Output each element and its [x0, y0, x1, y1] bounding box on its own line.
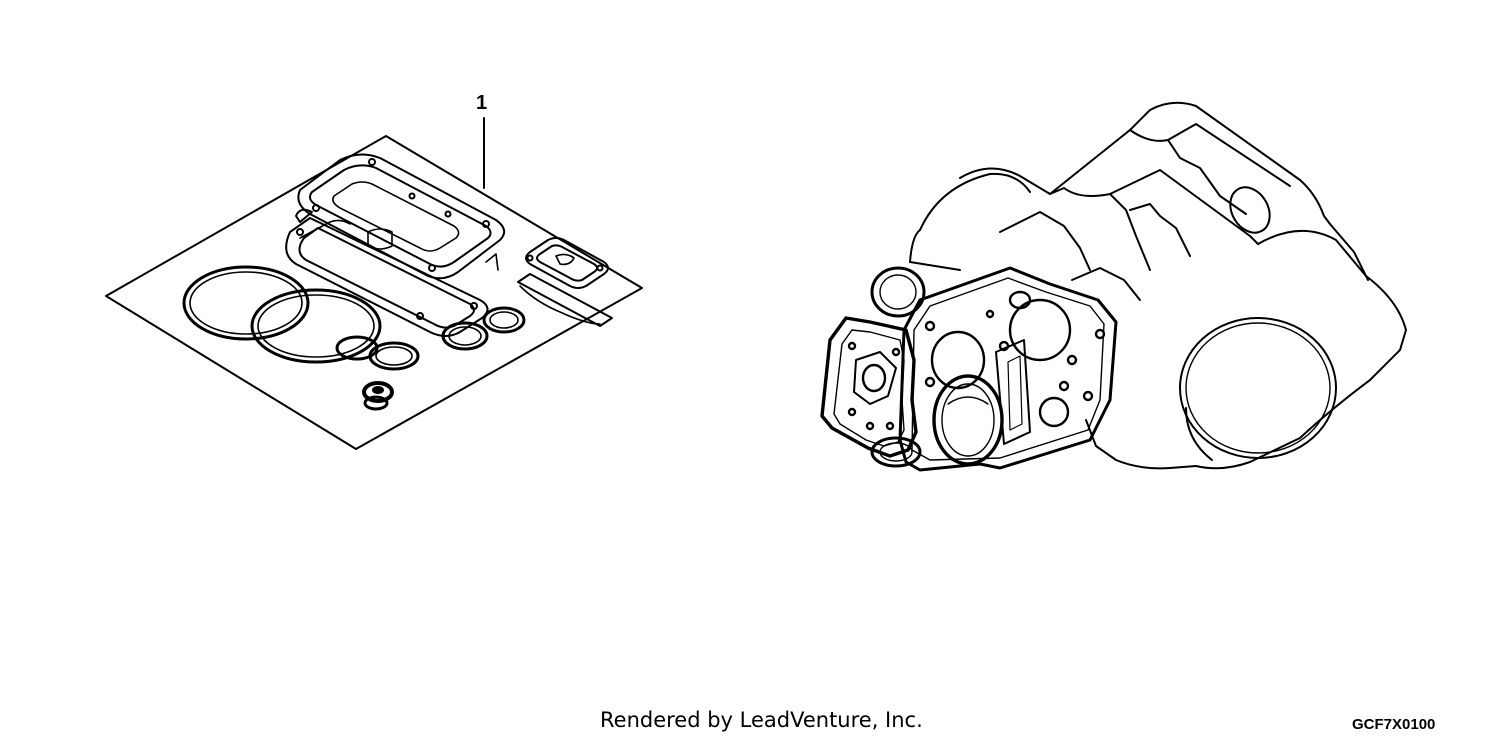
small-square-gasket	[517, 237, 613, 327]
small-seals	[362, 381, 394, 411]
gasket-kit-illustration[interactable]	[105, 117, 643, 450]
o-rings	[182, 265, 526, 371]
engine-illustration	[820, 101, 1407, 472]
engine-gaskets	[820, 266, 1118, 472]
gasket-kit-card	[105, 135, 643, 450]
diagram-code: GCF7X0100	[1352, 716, 1436, 733]
head-cover-gasket	[297, 153, 506, 280]
head-gasket-layer	[285, 208, 499, 337]
callout-number-1[interactable]: 1	[476, 92, 488, 114]
footer-credit: Rendered by LeadVenture, Inc.	[600, 708, 923, 732]
